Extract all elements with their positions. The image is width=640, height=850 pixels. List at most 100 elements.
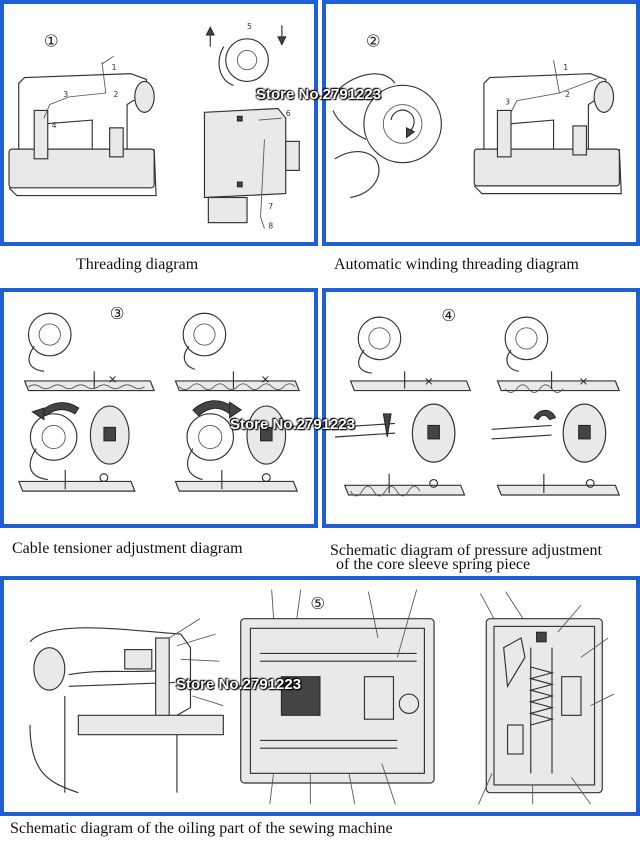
caption-spring-pressure-line1: Schematic diagram of pressure adjustment <box>330 542 602 559</box>
bobbin-case <box>363 84 442 164</box>
bobbin-tr <box>504 316 549 361</box>
panel-spring-pressure: ④ × × <box>322 288 640 528</box>
thread-tr <box>506 349 519 372</box>
caption-spring-pressure-line2: of the core sleeve spring piece <box>336 556 531 573</box>
crank-block <box>363 676 395 720</box>
spring-pressure-illustration: ④ × × <box>334 306 621 497</box>
cross-mark-tl: × <box>424 374 434 388</box>
holder-latch-mr <box>260 426 273 442</box>
hand-thumb <box>332 110 367 140</box>
bobbin-tr-inner <box>193 323 216 346</box>
tension-disc-inner <box>236 50 258 71</box>
callout-7: 7 <box>268 202 273 211</box>
panel-number-3: ③ <box>110 304 125 323</box>
watermark-3: Store No.2791223 <box>176 676 302 693</box>
bobbin-inner <box>382 104 423 144</box>
caption-auto-winding: Automatic winding threading diagram <box>334 256 579 273</box>
needle-bar-housing <box>496 109 512 158</box>
fabric-strip-tl <box>23 380 156 392</box>
panel-number-4: ④ <box>441 306 456 325</box>
auto-winding-illustration: ② 1 2 3 <box>332 32 622 199</box>
callout-8: 8 <box>268 221 273 230</box>
oil-point-leaders-left <box>168 618 224 707</box>
arrow-turn-right <box>533 409 557 421</box>
bobbin-window <box>109 127 124 158</box>
bed-plate <box>77 714 224 736</box>
panel-number-5: ⑤ <box>310 594 325 613</box>
bobbin-tr <box>182 312 227 357</box>
oil-cover <box>124 649 153 670</box>
callout-2: 2 <box>114 90 119 99</box>
panel-tensioner: ③ × × <box>0 288 318 528</box>
oiling-illustration: ⑤ <box>29 589 615 805</box>
crank-wheel <box>398 693 420 714</box>
fabric-strip-tr <box>496 380 621 392</box>
cross-mark-tr: × <box>261 372 271 386</box>
ok-mark-br <box>585 478 595 488</box>
machine-base <box>473 148 620 187</box>
bottom-bracket <box>506 724 524 755</box>
caption-threading: Threading diagram <box>76 256 199 273</box>
bobbin-tl-inner <box>368 327 391 350</box>
stitch-loops-bl <box>350 485 421 497</box>
thread-tl <box>28 345 45 372</box>
needle-bar-rods <box>530 647 553 774</box>
cross-mark-tl: × <box>108 372 118 386</box>
coil-spring <box>528 666 555 726</box>
arrow-left-head <box>31 407 45 421</box>
lever-arm <box>503 637 526 689</box>
panel-threading: ① 1 2 3 4 5 6 7 8 <box>0 0 318 246</box>
callout-3: 3 <box>505 98 510 107</box>
fabric-strip-tr <box>174 380 301 392</box>
callout-3: 3 <box>63 90 68 99</box>
holder-latch-mr <box>578 424 591 440</box>
callout-1: 1 <box>112 63 117 72</box>
watermark-1: Store No.2791223 <box>256 86 382 103</box>
top-bolt <box>536 631 547 643</box>
bobbin-thread-path <box>510 60 601 113</box>
caption-oiling: Schematic diagram of the oiling part of … <box>10 820 393 837</box>
ok-mark-br <box>261 473 271 483</box>
callout-4: 4 <box>52 121 57 130</box>
presser-bar <box>207 196 248 224</box>
bobbin-tr-inner <box>515 327 538 350</box>
bobbin-mr <box>186 413 235 461</box>
holder-latch-ml <box>427 424 440 440</box>
ok-mark-bl <box>429 478 439 488</box>
thread-mr <box>186 448 203 481</box>
callout-1: 1 <box>563 63 568 72</box>
side-bracket <box>561 676 582 716</box>
stitch-tr <box>178 383 296 391</box>
tension-knob <box>285 140 300 171</box>
fabric-strip-br <box>496 484 621 496</box>
thread-tr <box>183 345 195 370</box>
thread-arrows <box>209 25 283 47</box>
machine-arm <box>29 627 192 793</box>
bobbin-tl-inner <box>38 323 61 346</box>
bobbin-window <box>572 125 588 156</box>
tensioner-illustration: ③ × × <box>17 304 301 492</box>
plate-screw-bottom <box>236 181 243 188</box>
winding-arrow <box>390 109 415 133</box>
underside-frame <box>240 618 435 784</box>
bobbin-mr-inner <box>198 424 223 450</box>
gear-block <box>280 676 321 716</box>
spool-pin <box>101 55 114 65</box>
cross-mark-tr: × <box>579 374 589 388</box>
fabric-strip-bl <box>17 480 136 492</box>
face-plate <box>203 107 287 199</box>
needle-thread <box>258 117 282 229</box>
machine-column <box>29 696 79 794</box>
callout-6: 6 <box>286 109 291 118</box>
tension-spring <box>218 46 234 86</box>
panel-auto-winding: ② 1 2 3 <box>322 0 640 246</box>
panel-oiling: ⑤ <box>0 576 640 816</box>
hand-fingers <box>334 73 396 199</box>
callout-5: 5 <box>247 22 252 31</box>
panel-number-2: ② <box>366 32 381 51</box>
plate-screw-top <box>236 115 243 122</box>
thread-ml <box>29 448 48 481</box>
oil-point-leaders-middle <box>269 589 418 805</box>
threading-illustration: ① 1 2 3 4 5 6 7 8 <box>8 22 300 230</box>
arrow-left <box>39 402 80 417</box>
